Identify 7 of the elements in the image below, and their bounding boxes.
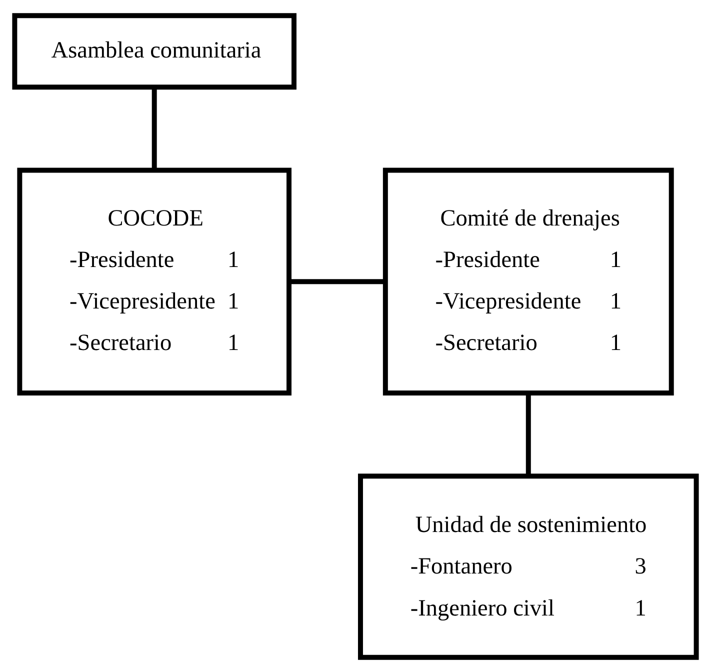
connector [289,278,386,284]
connector [152,86,157,170]
node-box: Unidad de sostenimiento -Fontanero 3 -Ingeniero civil 1 [358,473,699,660]
node-box: Comité de drenajes -Presidente 1 -Vicepresidente 1 -Secretario 1 [382,167,674,396]
node-box: Asamblea comunitaria [12,12,296,90]
node-box: COCODE -Presidente 1 -Vicepresidente 1 -Secretario 1 [17,167,292,396]
connector [526,393,531,476]
